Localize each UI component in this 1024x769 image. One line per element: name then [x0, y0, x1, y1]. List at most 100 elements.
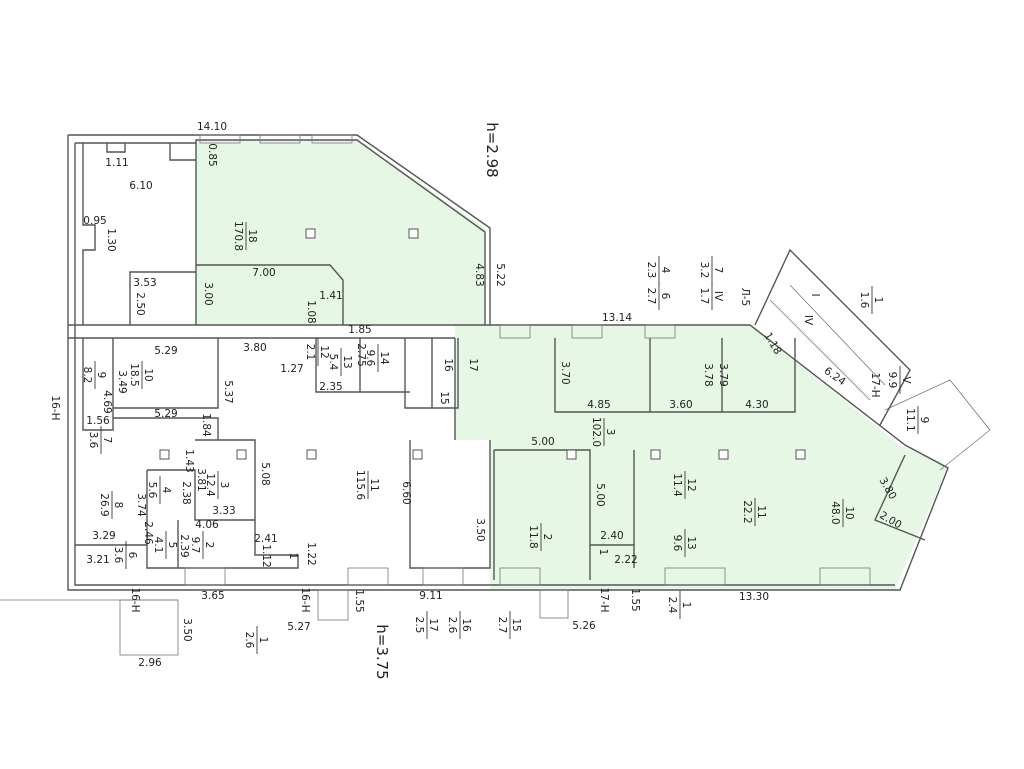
- dimension-label: 4.83: [473, 263, 485, 286]
- stair-label: 17-Н: [598, 587, 610, 612]
- room-label: IV1.7: [698, 282, 724, 310]
- room-number: 12: [318, 345, 330, 358]
- room-number: 7: [101, 437, 113, 444]
- dimension-label: 3.49: [116, 370, 128, 393]
- dimension-label: 3.21: [86, 554, 109, 566]
- dimension-label: 2.38: [180, 481, 192, 504]
- dimension-label: 5.29: [154, 345, 177, 357]
- room-number: 16: [460, 618, 472, 632]
- room-area: 48.0: [829, 501, 841, 524]
- room-number: 14: [378, 351, 390, 365]
- dimension-label: 9.11: [419, 590, 442, 602]
- room-area: 2.4: [666, 597, 678, 614]
- dimension-label: 3.81: [195, 468, 207, 491]
- room-area: 1.7: [698, 288, 710, 305]
- room-number: 16: [442, 358, 454, 372]
- dimension-label: 5.26: [572, 620, 596, 632]
- interior-walls: [68, 143, 991, 580]
- rented-area-highlight: [455, 325, 948, 590]
- dimension-label: 1.85: [348, 324, 371, 336]
- room-label: V9.9: [886, 366, 912, 394]
- dimension-label: 7.00: [252, 267, 275, 279]
- room-area: 2.1: [304, 344, 316, 361]
- room-area: 2.7: [645, 288, 657, 305]
- room-number: V: [900, 376, 912, 384]
- dimension-label: 2.22: [614, 554, 637, 566]
- dimension-label: 1.30: [105, 228, 117, 251]
- dimension-label: 4.69: [101, 390, 113, 413]
- dimension-label: 3.65: [201, 590, 224, 602]
- room-number: 3: [218, 482, 230, 489]
- room-area: 2.6: [243, 632, 255, 649]
- room-number: 1: [872, 297, 884, 304]
- room-area: 2.7: [496, 617, 508, 634]
- room-number: 17: [427, 618, 439, 631]
- ceiling-height-label: h=3.75: [373, 624, 391, 679]
- room-number: 9: [95, 372, 107, 379]
- room-label: 172.5: [413, 611, 439, 639]
- room-label: 139.6: [671, 529, 697, 557]
- room-number: 10: [843, 506, 855, 519]
- dimension-label: 1.55: [629, 588, 641, 611]
- dimension-label: 3.00: [202, 282, 214, 305]
- dimension-label: 3.33: [212, 505, 235, 517]
- room-number: 1: [597, 549, 609, 556]
- dimension-label: 0.95: [83, 215, 106, 227]
- dimension-label: 1.43: [183, 449, 195, 472]
- room-label: 73.6: [87, 426, 113, 454]
- dimension-label: 3.60: [669, 399, 692, 411]
- room-label: 826.9: [98, 491, 124, 519]
- room-number: 11: [755, 505, 767, 518]
- room-area: 170.8: [232, 221, 244, 251]
- room-number: 11: [368, 478, 380, 491]
- dimension-label: 6.60: [400, 481, 412, 504]
- dimension-label: 2.96: [138, 657, 162, 669]
- dimension-label: 1.56: [86, 415, 110, 427]
- room-number: 2: [203, 542, 215, 549]
- dimension-label: 1.84: [200, 413, 212, 437]
- room-area: 26.9: [98, 493, 110, 516]
- dimension-label: 2.46: [142, 521, 154, 545]
- stair-label: 16-Н: [299, 587, 311, 612]
- room-area: 1.6: [858, 292, 870, 309]
- room-label: 62.7: [645, 282, 671, 310]
- room-number: 15: [438, 391, 450, 404]
- room-area: 9.7: [189, 537, 201, 554]
- room-area: 102.0: [590, 417, 602, 447]
- room-number: 13: [341, 355, 353, 368]
- stair-label: 16-Н: [129, 587, 141, 612]
- dimension-label: 5.00: [531, 436, 554, 448]
- dimension-label: 1.41: [319, 290, 342, 302]
- room-number: 1: [287, 553, 299, 560]
- dimension-label: 5.22: [494, 263, 506, 286]
- room-number: 5: [166, 542, 178, 549]
- room-area: 3.6: [112, 547, 124, 564]
- dimension-label: 4.06: [195, 519, 219, 531]
- dimension-label: 1.55: [353, 589, 365, 612]
- dimension-label: 2.75: [355, 343, 367, 366]
- room-area: 22.2: [741, 500, 753, 523]
- room-number: 10: [142, 368, 154, 381]
- room-area: 11.1: [904, 408, 916, 431]
- room-18-highlight: [196, 140, 485, 325]
- room-label: 149.6: [364, 344, 390, 372]
- room-label: 122.1: [304, 338, 330, 366]
- room-area: 11.8: [527, 525, 539, 548]
- dimension-label: 1.12: [260, 544, 272, 567]
- room-number: IV: [712, 291, 724, 302]
- dimension-label: 1.11: [105, 157, 128, 169]
- room-label: 211.8: [527, 523, 553, 551]
- dimension-label: 3.74: [135, 493, 147, 517]
- dimension-label: 3.79: [717, 363, 729, 386]
- dimension-label: Л-5: [739, 288, 751, 306]
- room-number: 17: [467, 358, 479, 371]
- dimension-label: 14.10: [197, 121, 227, 133]
- dimension-label: 0.85: [206, 143, 218, 166]
- dimension-label: 2.41: [254, 533, 277, 545]
- room-area: 9.6: [364, 350, 376, 367]
